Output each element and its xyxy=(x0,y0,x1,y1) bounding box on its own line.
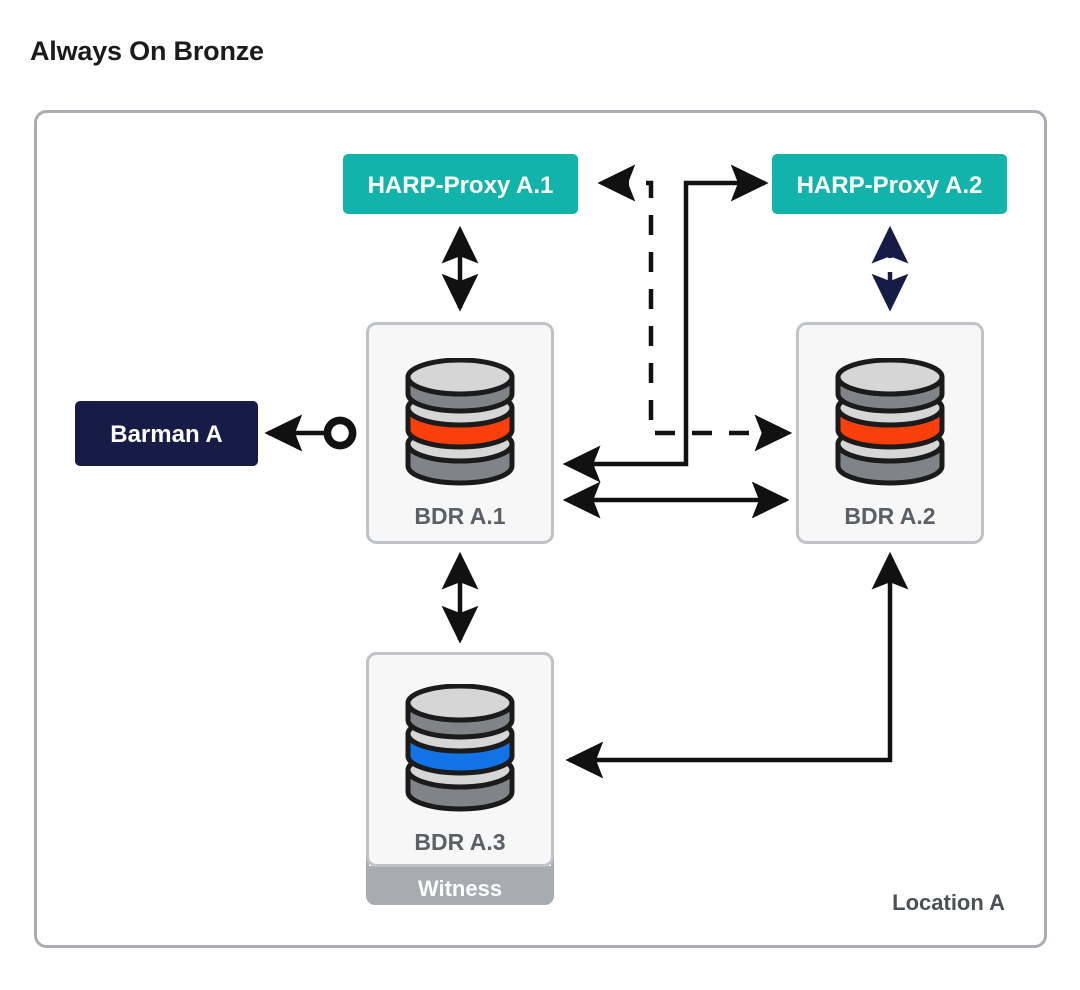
bdr-a3-witness-bar xyxy=(366,866,554,905)
harp-proxy-a2-box[interactable] xyxy=(772,154,1007,214)
page-title: Always On Bronze xyxy=(30,36,264,66)
bdr-a3-node[interactable]: BDR A.3 Witness xyxy=(366,652,554,912)
connection-bdr-a2-to-bdr-a3 xyxy=(565,551,909,779)
location-label: Location A xyxy=(892,890,1005,915)
harp-proxy-a2-node[interactable]: HARP-Proxy A.2 xyxy=(772,154,1007,214)
bdr-a2-node[interactable]: BDR A.2 xyxy=(796,322,984,544)
connection-bdr-a1-to-proxy-a2 xyxy=(562,164,769,483)
connections-layer: HARP-Proxy A.1 : dashed elbow (right -> … xyxy=(264,164,909,779)
harp-proxy-a1-node[interactable]: HARP-Proxy A.1 xyxy=(343,154,578,214)
database-icon xyxy=(408,686,512,809)
database-icon xyxy=(838,360,942,483)
database-icon xyxy=(408,360,512,483)
bdr-a1-node[interactable]: BDR A.1 xyxy=(366,322,554,544)
bdr-a3-witness-label: Witness xyxy=(418,876,502,901)
harp-proxy-a1-box[interactable] xyxy=(343,154,578,214)
harp-proxy-a1-label: HARP-Proxy A.1 xyxy=(368,172,554,199)
bdr-a3-label: BDR A.3 xyxy=(414,829,505,855)
bdr-a1-label: BDR A.1 xyxy=(414,503,505,529)
barman-a-node[interactable]: Barman A xyxy=(75,401,258,466)
barman-a-box[interactable] xyxy=(75,401,258,466)
harp-proxy-a2-label: HARP-Proxy A.2 xyxy=(797,172,983,199)
barman-a-label: Barman A xyxy=(110,421,222,448)
bdr-a2-label: BDR A.2 xyxy=(844,503,935,529)
